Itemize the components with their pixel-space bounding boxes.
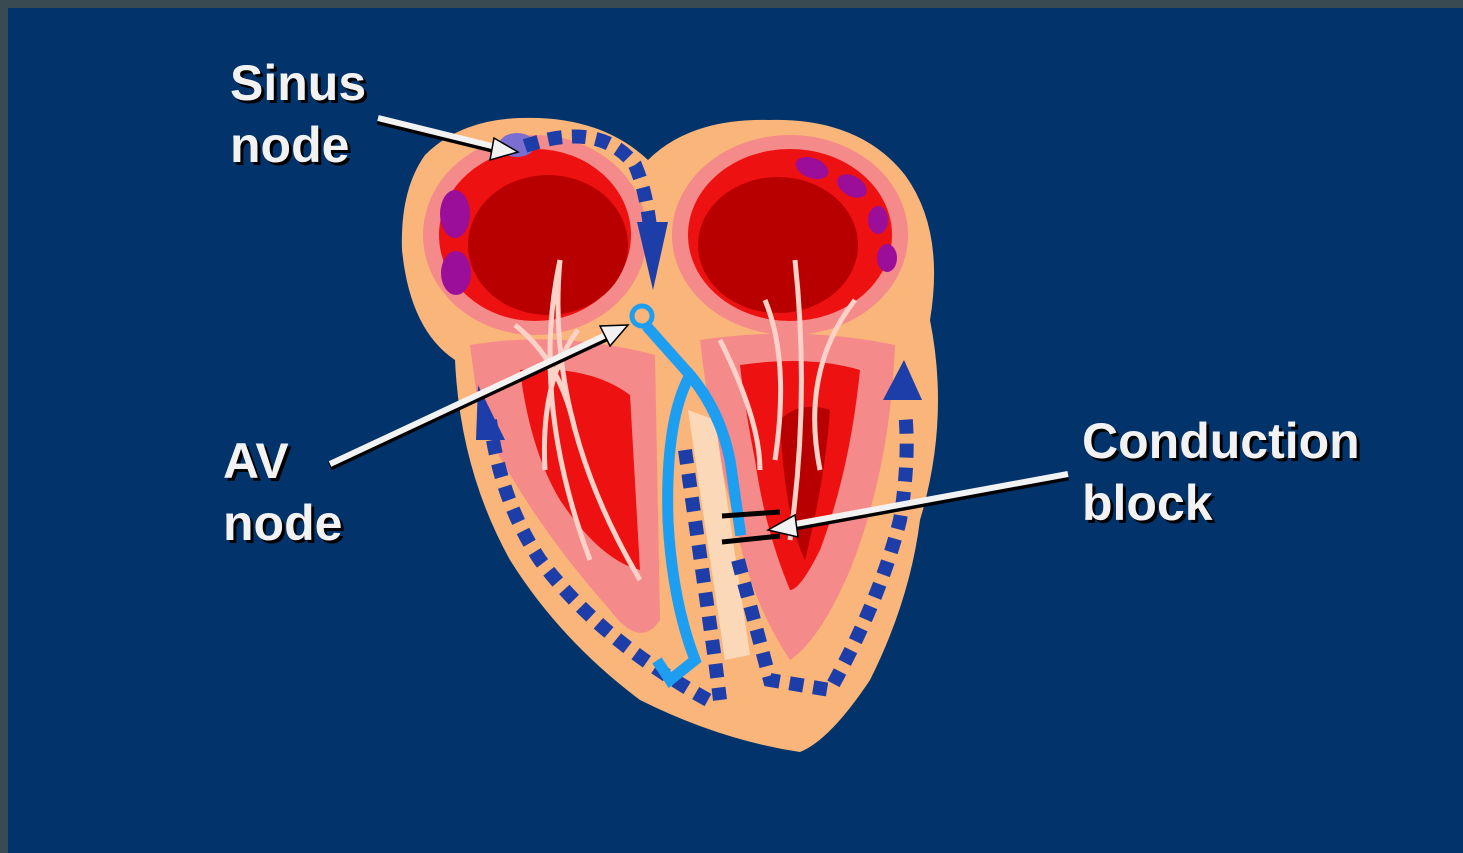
conduction-block-label: Conduction block	[1082, 410, 1360, 534]
conduction-block-label-line2: block	[1082, 472, 1360, 534]
av-node-label-line1: AV	[223, 430, 342, 492]
sinus-node-label-line2: node	[230, 114, 366, 176]
av-node-label-line2: node	[223, 492, 342, 554]
av-node-label: AV node	[223, 430, 342, 554]
sinus-node-label: Sinus node	[230, 52, 366, 176]
sinus-node-label-line1: Sinus	[230, 52, 366, 114]
slide: Sinus node AV node Conduction block	[8, 8, 1463, 853]
conduction-block-label-line1: Conduction	[1082, 410, 1360, 472]
left-atrium	[672, 135, 908, 335]
